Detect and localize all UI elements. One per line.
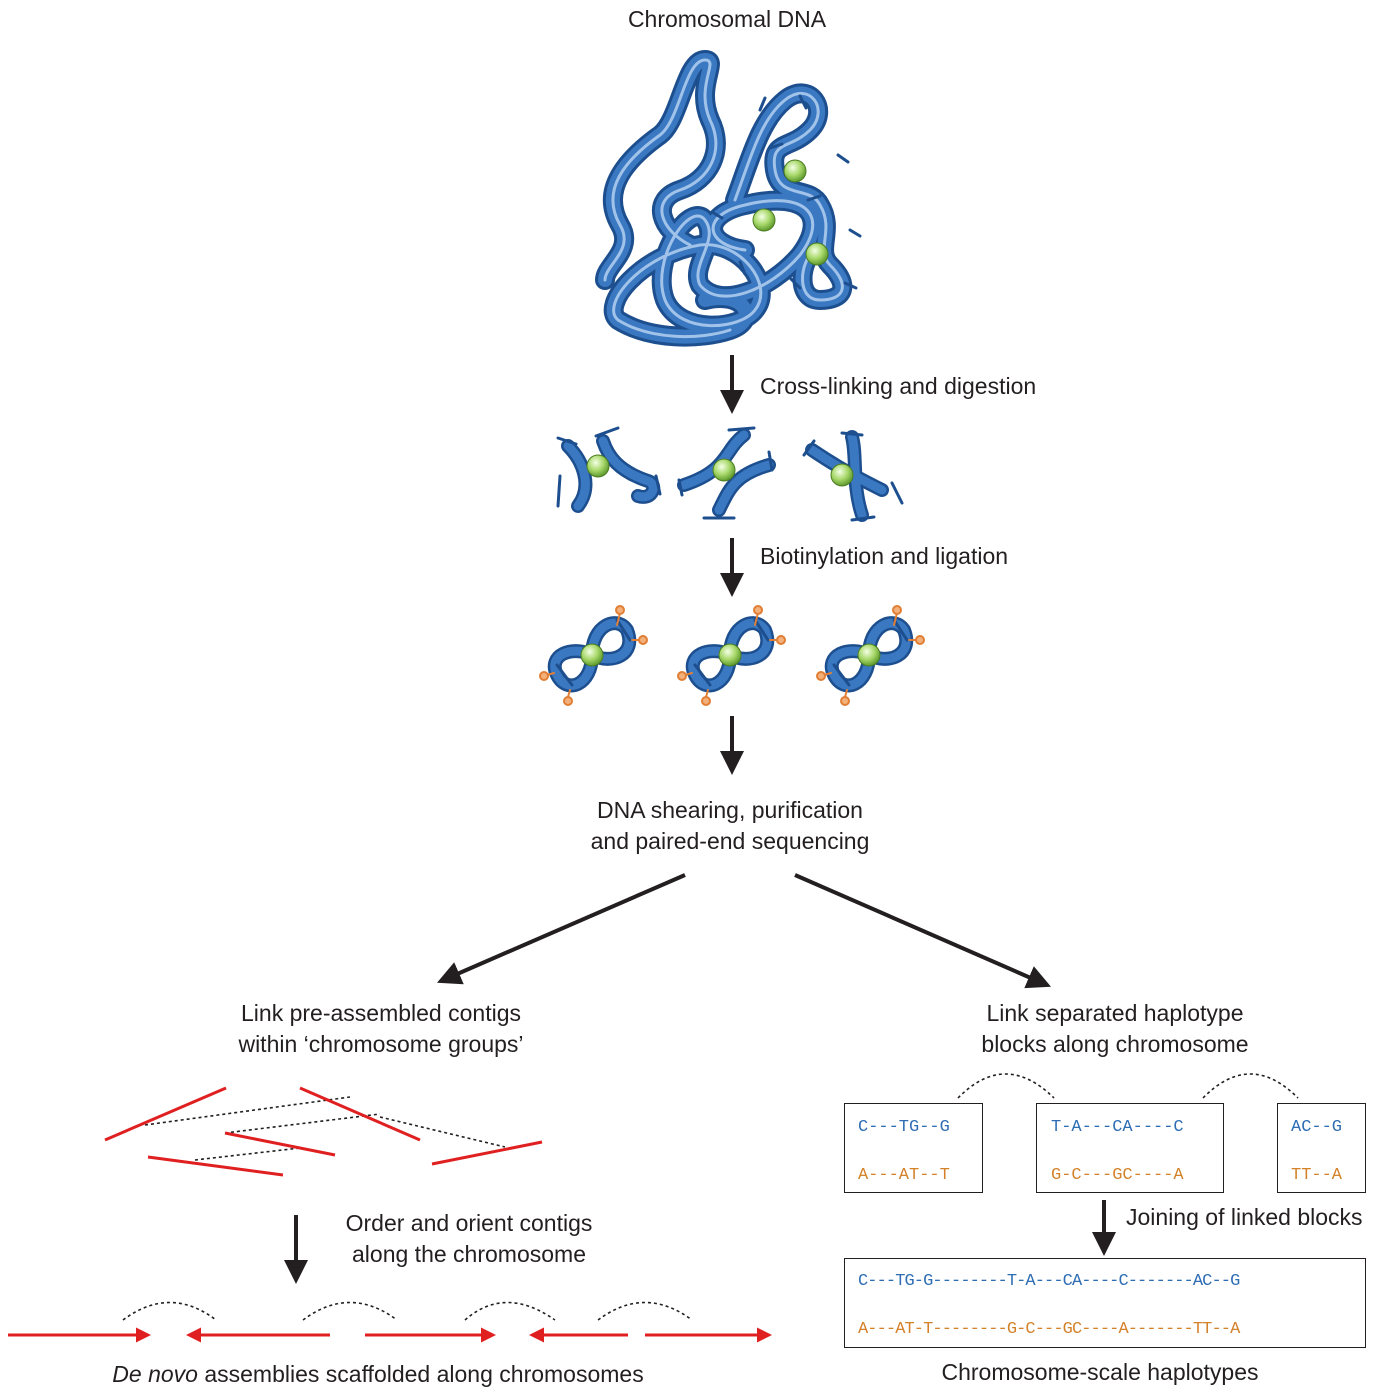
joining-blocks-label: Joining of linked blocks (1126, 1204, 1363, 1230)
left-heading-line2: within ‘chromosome groups’ (238, 1031, 524, 1057)
joined-haplotype-top: C---TG-G--------T-A---CA----C-------AC--… (858, 1272, 1240, 1291)
haplotype-block-2-bottom: G-C---GC----A (1051, 1166, 1184, 1185)
left-caption-rest: assemblies scaffolded along chromosomes (197, 1361, 644, 1387)
joined-haplotype-box: C---TG-G--------T-A---CA----C-------AC--… (844, 1258, 1366, 1348)
scaffolded-contigs (8, 1301, 772, 1343)
haplotype-block-1-top: C---TG--G (858, 1118, 950, 1137)
step-shearing-label-line2: and paired-end sequencing (590, 828, 870, 854)
step-crosslinking-label: Cross-linking and digestion (760, 373, 1037, 399)
haplotype-links (957, 1073, 1299, 1099)
haplotype-block-3: AC--G TT--A (1277, 1103, 1366, 1193)
title-chromosomal-dna: Chromosomal DNA (627, 6, 827, 32)
left-caption-italic: De novo (112, 1361, 198, 1387)
order-contigs-label-line1: Order and orient contigs (345, 1210, 593, 1236)
unordered-contigs (104, 1086, 543, 1177)
left-heading-line1: Link pre-assembled contigs (241, 1000, 521, 1026)
haplotype-block-2-top: T-A---CA----C (1051, 1118, 1184, 1137)
chromosomal-dna-illustration (595, 50, 862, 347)
right-heading-line2: blocks along chromosome (981, 1031, 1249, 1057)
step-shearing-label-line1: DNA shearing, purification (597, 797, 863, 823)
step-biotinylation-label: Biotinylation and ligation (760, 543, 1009, 569)
haplotype-block-3-top: AC--G (1291, 1118, 1343, 1137)
right-caption: Chromosome-scale haplotypes (941, 1359, 1259, 1385)
right-heading-line1: Link separated haplotype (986, 1000, 1244, 1026)
crosslinked-fragments (556, 426, 904, 522)
haplotype-block-2: T-A---CA----C G-C---GC----A (1036, 1103, 1224, 1193)
haplotype-block-1: C---TG--G A---AT--T (844, 1103, 983, 1193)
ligated-biotinylated-circles (539, 605, 925, 706)
left-caption: De novo assemblies scaffolded along chro… (112, 1359, 643, 1390)
haplotype-block-3-bottom: TT--A (1291, 1166, 1343, 1185)
haplotype-block-1-bottom: A---AT--T (858, 1166, 950, 1185)
step-arrows (284, 355, 1116, 1284)
order-contigs-label-line2: along the chromosome (352, 1241, 586, 1267)
joined-haplotype-bottom: A---AT-T--------G-C---GC----A-------TT--… (858, 1320, 1240, 1339)
